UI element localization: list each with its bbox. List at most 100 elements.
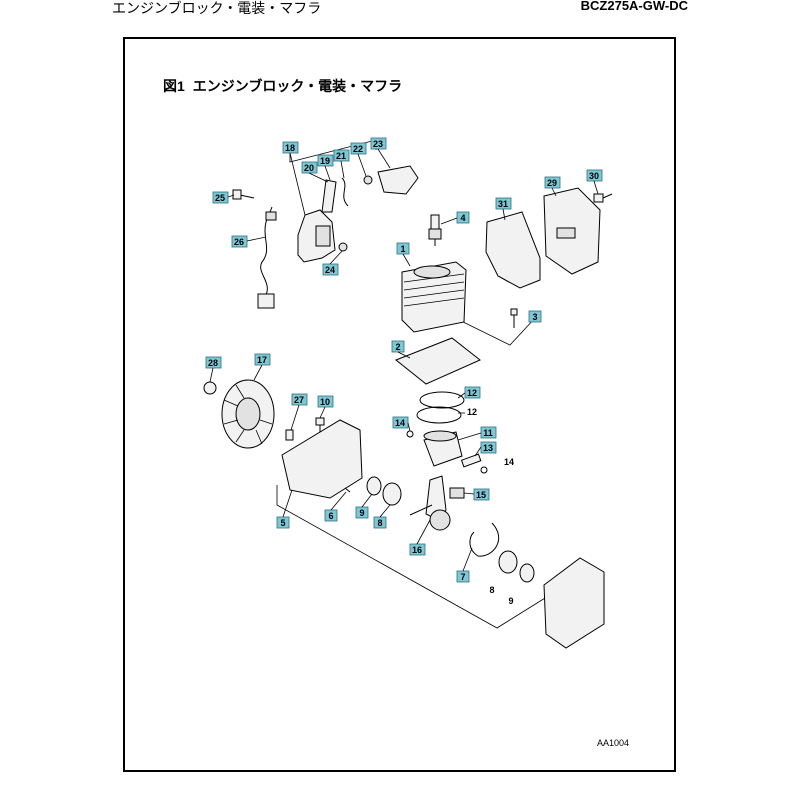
- callout-14-plain: 14: [504, 457, 514, 467]
- callout-31: 31: [495, 197, 512, 210]
- callout-17: 17: [254, 353, 271, 366]
- bearing-part: [382, 482, 402, 506]
- plug-cap-part: [321, 179, 337, 213]
- cover-part: [377, 165, 419, 195]
- callout-4: 4: [456, 211, 470, 224]
- callout-12: 12: [464, 386, 481, 399]
- circlip-part: [406, 430, 414, 438]
- nut-part: [363, 175, 373, 185]
- callout-1: 1: [396, 242, 410, 255]
- callout-5: 5: [276, 516, 290, 529]
- callout-14: 14: [392, 416, 409, 429]
- callout-28: 28: [205, 356, 222, 369]
- callout-label: 2: [395, 342, 400, 352]
- callout-7: 7: [456, 570, 470, 583]
- drawing-code: AA1004: [597, 738, 630, 748]
- page-header-title: エンジンブロック・電装・マフラ: [112, 0, 322, 16]
- flywheel-nut-part: [203, 381, 217, 395]
- circlip-part: [480, 466, 488, 474]
- callout-9-plain: 9: [508, 596, 513, 606]
- callout-label: 26: [234, 237, 244, 247]
- piston-ring-part: [416, 406, 462, 424]
- callout-label: 25: [215, 193, 225, 203]
- callout-label: 14: [395, 418, 405, 428]
- heat-shield-part: [485, 211, 541, 289]
- callout-label: 4: [460, 213, 465, 223]
- callout-3: 3: [528, 310, 542, 323]
- callout-20: 20: [301, 161, 318, 174]
- callout-label: 11: [483, 428, 493, 438]
- callout-label: 16: [412, 545, 422, 555]
- bracket-lines: [276, 139, 591, 629]
- crankcase-right-part: [543, 557, 605, 649]
- callout-label: 20: [304, 163, 314, 173]
- callout-label: 10: [320, 397, 330, 407]
- callout-label: 9: [359, 508, 364, 518]
- crankshaft-part: [409, 475, 451, 531]
- piston-pin-part: [460, 453, 482, 468]
- callout-23: 23: [370, 137, 387, 150]
- model-number: BCZ275A-GW-DC: [580, 0, 688, 13]
- callout-25: 25: [212, 191, 229, 204]
- piston-ring-part: [419, 391, 465, 409]
- callout-22: 22: [350, 142, 367, 155]
- spark-plug-part: [428, 214, 442, 246]
- callout-21: 21: [333, 149, 350, 162]
- callout-26: 26: [231, 235, 248, 248]
- callout-19: 19: [317, 154, 334, 167]
- callout-6: 6: [324, 509, 338, 522]
- callout-label: 7: [460, 572, 465, 582]
- callout-8: 8: [373, 516, 387, 529]
- callout-label: 5: [280, 518, 285, 528]
- callout-label: 23: [373, 139, 383, 149]
- callout-label: 30: [589, 171, 599, 181]
- callout-label: 18: [285, 143, 295, 153]
- callout-30: 30: [586, 169, 603, 182]
- callout-label: 24: [325, 265, 335, 275]
- callout-label: 1: [400, 244, 405, 254]
- callout-18: 18: [282, 141, 299, 154]
- figure-number: 図1: [163, 78, 185, 94]
- crankcase-left-part: [281, 419, 363, 499]
- callout-label: 28: [208, 358, 218, 368]
- pin-part: [344, 487, 351, 493]
- cord-part: [341, 177, 349, 207]
- callout-16: 16: [409, 543, 426, 556]
- figure-frame: [123, 37, 676, 772]
- callout-label: 22: [353, 144, 363, 154]
- bolt-part: [510, 308, 518, 328]
- callout-label: 31: [498, 199, 508, 209]
- callout-label: 29: [547, 178, 557, 188]
- ignition-coil-part: [297, 209, 336, 263]
- callout-label: 8: [377, 518, 382, 528]
- figure-title-text: エンジンブロック・電装・マフラ: [192, 78, 403, 94]
- callout-label: 13: [483, 443, 493, 453]
- callout-11: 11: [480, 426, 497, 439]
- callout-15: 15: [473, 488, 490, 501]
- callout-label: 6: [328, 511, 333, 521]
- bolt-part: [593, 193, 613, 203]
- seal-part: [519, 563, 535, 583]
- callout-12-plain: 12: [467, 407, 477, 417]
- callout-label: 19: [320, 156, 330, 166]
- piston-part: [423, 430, 463, 467]
- callout-label: 27: [294, 395, 304, 405]
- callout-label: 12: [467, 388, 477, 398]
- callout-8-plain: 8: [489, 585, 494, 595]
- muffler-part: [543, 187, 601, 275]
- callout-27: 27: [291, 393, 308, 406]
- needle-bearing-part: [449, 487, 465, 499]
- nut-part: [338, 242, 348, 252]
- crankcase-gasket-part: [469, 522, 500, 557]
- callout-label: 21: [336, 151, 346, 161]
- callout-2: 2: [391, 340, 405, 353]
- dowel-part: [285, 429, 294, 441]
- flywheel-part: [221, 379, 275, 449]
- bolt-part: [232, 189, 255, 200]
- callout-29: 29: [544, 176, 561, 189]
- leader-lines: [209, 148, 599, 572]
- callout-label: 3: [532, 312, 537, 322]
- callout-label: 17: [257, 355, 267, 365]
- ignition-wire-part: [257, 206, 277, 309]
